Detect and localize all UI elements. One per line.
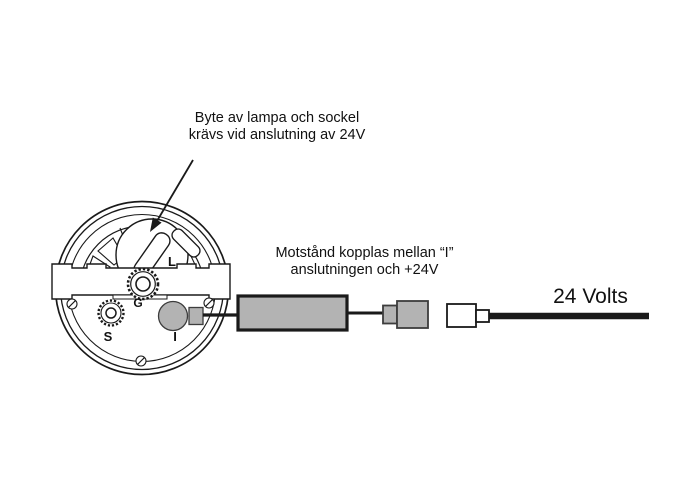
female-connector-pin [475,309,490,323]
terminal-label-g: G [133,296,143,310]
case-screw-right [203,297,215,309]
annotation-arrow [150,159,194,232]
male-connector-sleeve [382,304,398,325]
resistor-note: Motstånd kopplas mellan “I” anslutningen… [252,245,477,279]
ignition-terminal-connector [188,306,204,326]
ignition-terminal [157,300,204,332]
case-screw-left [66,298,78,310]
terminal-label-s: S [103,329,113,344]
voltage-label: 24 Volts [553,285,628,308]
lamp-note-line2: krävs vid anslutning av 24V [188,127,366,143]
terminal-label-i: I [173,329,177,344]
terminal-label-l: L [168,254,176,269]
case-screw-bottom [135,355,147,367]
female-connector-body [446,303,477,328]
resistor-body [236,294,349,332]
keyway-slot [171,228,201,258]
resistor-note-line1: Motstånd kopplas mellan “I” [275,245,454,261]
gauge-rear-view [51,200,231,376]
arrow-head [150,217,162,232]
sender-terminal-nut [97,299,125,327]
resistor-note-line2: anslutningen och +24V [290,262,439,278]
ground-terminal-nut [126,267,160,301]
lamp-replacement-note: Byte av lampa och sockel krävs vid anslu… [172,110,382,144]
lamp-note-line1: Byte av lampa och sockel [194,110,360,126]
male-connector-body [396,300,429,329]
